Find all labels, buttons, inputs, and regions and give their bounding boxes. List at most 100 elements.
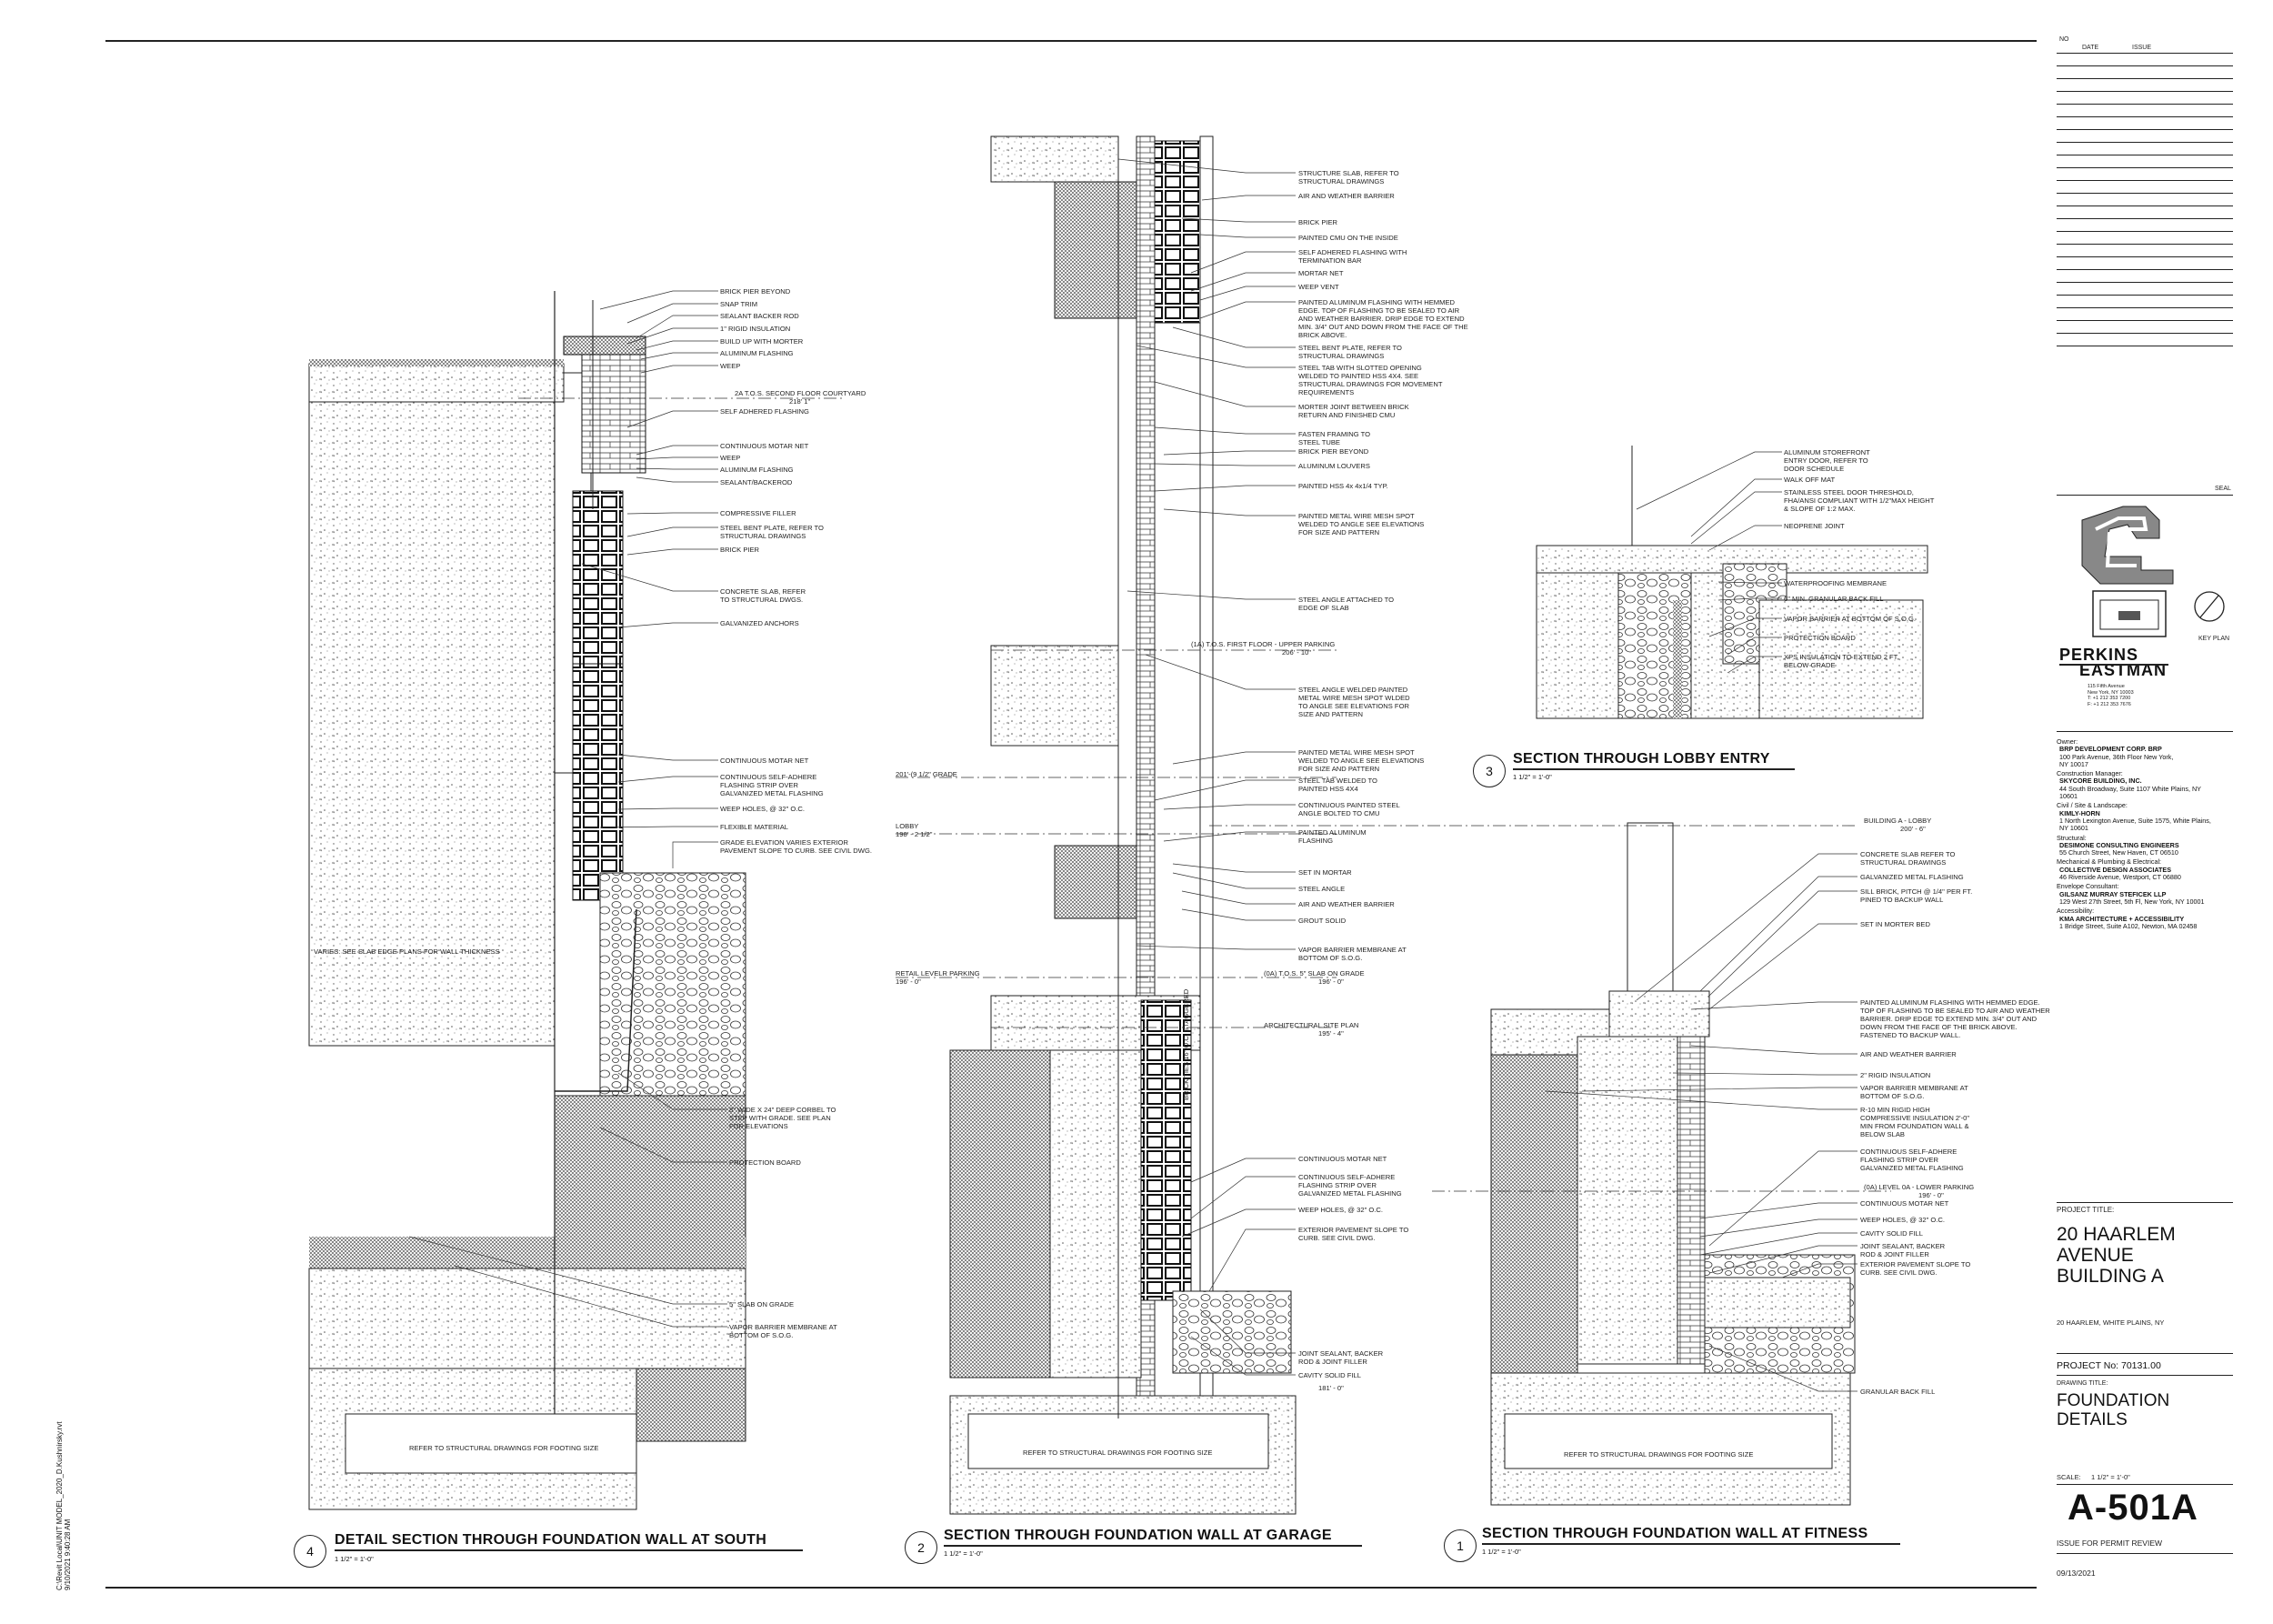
note: VAPOR BARRIER MEMBRANE AT BOTTOM OF S.O.…: [1298, 946, 1407, 962]
note: R-10 MIN RIGID HIGH COMPRESSIVE INSULATI…: [1860, 1106, 1970, 1138]
consultant-role: Accessibility:: [2057, 907, 2095, 916]
note: COMPRESSIVE FILLER: [720, 509, 796, 517]
note: SET IN MORTAR: [1298, 868, 1352, 877]
detail-4-drawing: [308, 291, 746, 1510]
note: ALUMINUM FLASHING: [720, 466, 794, 474]
note: EXTERIOR PAVEMENT SLOPE TO CURB. SEE CIV…: [1298, 1226, 1409, 1242]
note: VAPOR BARRIER MEMBRANE AT BOTTOM OF S.O.…: [1860, 1084, 1968, 1100]
seal-divider: [2057, 495, 2233, 496]
elev-name: (1A) T.O.S. FIRST FLOOR - UPPER PARKING: [1191, 640, 1336, 648]
scale-label: SCALE:: [2057, 1473, 2081, 1481]
level-lines: [518, 397, 1891, 1192]
elev-value: 196' - 0": [896, 977, 921, 986]
note: SEALANT BACKER ROD: [720, 312, 799, 320]
note: SET IN MORTER BED: [1860, 920, 1930, 928]
consultant-role: Construction Manager:: [2057, 769, 2123, 778]
footing-note-2: REFER TO STRUCTURAL DRAWINGS FOR FOOTING…: [1023, 1449, 1213, 1457]
consultant-name: GILSANZ MURRAY STEFICEK LLP: [2059, 889, 2167, 898]
consultant-role: Mechanical & Plumbing & Electrical:: [2057, 857, 2162, 867]
note: CAVITY SOLID FILL: [1298, 1371, 1361, 1379]
note: EXTERIOR PAVEMENT SLOPE TO CURB. SEE CIV…: [1860, 1260, 1971, 1277]
detail-3-title: SECTION THROUGH LOBBY ENTRY: [1513, 751, 1770, 767]
note: FLEXIBLE MATERIAL: [720, 823, 788, 831]
note: STEEL TAB WELDED TO PAINTED HSS 4X4: [1298, 777, 1377, 793]
note: PROTECTION BOARD: [1784, 634, 1856, 642]
key-plan-label: KEY PLAN: [2198, 636, 2230, 642]
firm-name-line2: EASTMAN: [2079, 661, 2167, 679]
note: GROUT SOLID: [1298, 917, 1347, 925]
consultant-name: DESIMONE CONSULTING ENGINEERS: [2059, 840, 2179, 849]
note: WEEP: [720, 362, 741, 370]
consultant: Accessibility:KMA ARCHITECTURE + ACCESSI…: [2057, 907, 2238, 930]
note: SILL BRICK, PITCH @ 1/4" PER FT. PINED T…: [1860, 887, 1973, 904]
detail-2-bubble: 2: [905, 1531, 937, 1564]
note: ALUMINUM LOUVERS: [1298, 462, 1370, 470]
note: WEEP HOLES, @ 32" O.C.: [720, 805, 805, 813]
note: WEEP: [720, 454, 741, 462]
consultant-role: Civil / Site & Landscape:: [2057, 801, 2128, 810]
note: GRADE ELEVATION VARIES EXTERIOR PAVEMENT…: [720, 838, 872, 855]
elev-name: 2A T.O.S. SECOND FLOOR COURTYARD: [735, 389, 866, 397]
elev-value: 195' - 4": [1318, 1029, 1344, 1038]
project-location: 20 HAARLEM, WHITE PLAINS, NY: [2057, 1318, 2165, 1327]
note: PAINTED METAL WIRE MESH SPOT WELDED TO A…: [1298, 748, 1425, 773]
consultant-address: 129 West 27th Street, 5th Fl, New York, …: [2059, 897, 2205, 906]
note: AIR AND WEATHER BARRIER: [1298, 192, 1395, 200]
note: SEALANT/BACKEROD: [720, 478, 793, 486]
rev-issue: ISSUE: [2132, 45, 2152, 51]
consultant-role: Owner:: [2057, 737, 2078, 746]
date-divider: [2057, 1553, 2233, 1554]
note: STEEL TAB WITH SLOTTED OPENING WELDED TO…: [1298, 364, 1443, 396]
issue-text: ISSUE FOR PERMIT REVIEW: [2057, 1539, 2163, 1548]
note: STAINLESS STEEL DOOR THRESHOLD, FHA/ANSI…: [1784, 488, 1935, 513]
note: WATERPROOFING MEMBRANE: [1784, 579, 1887, 587]
project-title: 20 HAARLEM AVENUE BUILDING A: [2057, 1224, 2176, 1287]
note: ALUMINUM STOREFRONT ENTRY DOOR, REFER TO…: [1784, 448, 1870, 473]
project-number-divider: [2057, 1353, 2233, 1354]
detail-3-scale: 1 1/2" = 1'-0": [1513, 773, 1552, 781]
detail-2-drawing: [949, 135, 1297, 1515]
note: WEEP HOLES, @ 32" O.C.: [1298, 1206, 1383, 1214]
elev-value: 196' - 0": [1918, 1191, 1944, 1199]
note: PAINTED CMU ON THE INSIDE: [1298, 234, 1398, 242]
consultant: Envelope Consultant:GILSANZ MURRAY STEFI…: [2057, 883, 2238, 906]
note: WEEP HOLES, @ 32" O.C.: [1860, 1216, 1945, 1224]
firm-divider: [2057, 731, 2233, 732]
detail-3-underline: [1513, 768, 1795, 770]
note: 6" MIN. GRANULAR BACK FILL: [1784, 595, 1884, 603]
note: BRICK PIER: [720, 546, 760, 554]
elev-name: (0A) T.O.S. 5" SLAB ON GRADE: [1264, 969, 1365, 977]
detail-1-drawing: [1490, 822, 1856, 1506]
consultant-name: SKYCORE BUILDING, INC.: [2059, 777, 2142, 786]
detail-1-underline: [1482, 1543, 1900, 1545]
note: GRANULAR BACK FILL: [1860, 1388, 1936, 1396]
detail-1-scale: 1 1/2" = 1'-0": [1482, 1548, 1521, 1556]
note: CONTINUOUS SELF-ADHERE FLASHING STRIP OV…: [1298, 1173, 1402, 1198]
elev-value: 196' - 0": [1318, 977, 1344, 986]
sheet-number: A-501A: [2068, 1488, 2198, 1528]
elev-name: ARCHITECTURAL SITE PLAN: [1264, 1021, 1359, 1029]
note: WEEP VENT: [1298, 283, 1339, 291]
note: 8" WIDE X 24" DEEP CORBEL TO STEP WITH G…: [729, 1106, 836, 1130]
note: PAINTED ALUMINUM FLASHING WITH HEMMED ED…: [1860, 998, 2050, 1039]
note: AIR AND WEATHER BARRIER: [1298, 900, 1395, 908]
consultant-role: Envelope Consultant:: [2057, 882, 2119, 891]
note: CAVITY SOLID FILL: [1860, 1229, 1923, 1238]
note: SELF ADHERED FLASHING WITH TERMINATION B…: [1298, 248, 1407, 265]
elev-grade: 201'-(9 1/2" GRADE: [896, 770, 957, 778]
elev-181: 181' - 0": [1318, 1384, 1344, 1392]
note: PROTECTION BOARD: [729, 1158, 801, 1167]
note: JOINT SEALANT, BACKER ROD & JOINT FILLER: [1298, 1349, 1384, 1366]
note: PAINTED ALUMINUM FLASHING WITH HEMMED ED…: [1298, 298, 1468, 339]
elev-name: (0A) LEVEL 0A - LOWER PARKING: [1864, 1183, 1975, 1191]
drawing-title-label: DRAWING TITLE:: [2057, 1380, 2108, 1387]
consultant: Structural:DESIMONE CONSULTING ENGINEERS…: [2057, 834, 2238, 857]
consultant-address: 46 Riverside Avenue, Westport, CT 06880: [2059, 873, 2181, 882]
detail-2-title: SECTION THROUGH FOUNDATION WALL AT GARAG…: [944, 1528, 1332, 1543]
